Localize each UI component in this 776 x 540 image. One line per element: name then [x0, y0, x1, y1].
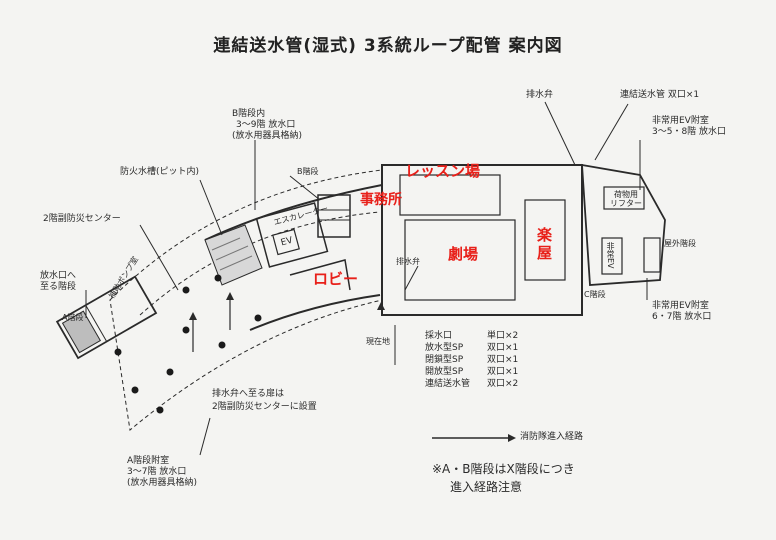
drain-top-label: 排水弁 — [526, 90, 554, 100]
room-gakuya: 楽 屋 — [537, 226, 553, 262]
gakuya-room — [524, 199, 566, 281]
a-stair-annex-label: A階段附室 3〜7階 放水口 (放水用器具格納) — [127, 456, 198, 488]
room-office: 事務所 — [360, 192, 402, 208]
fire-tank-label: 防火水槽(ピット内) — [120, 167, 200, 177]
ev-annex-top-label: 非常用EV附室 3〜5・8階 放水口 — [652, 116, 727, 137]
lift-label: 荷物用 リフター — [610, 190, 642, 208]
b-stair-inner-label: B階段内 3〜9階 放水口 (放水用器具格納) — [232, 109, 303, 141]
outdoor-stair-box — [643, 237, 661, 273]
current-location-marker — [377, 302, 385, 310]
drain-lobby-label: 排水弁 — [396, 257, 420, 266]
sign-title: 連結送水管(湿式) 3系統ループ配管 案内図 — [213, 36, 563, 56]
emergency-ev-box — [601, 237, 623, 275]
curved-wall-bottom — [249, 294, 381, 331]
theater-room — [404, 219, 516, 301]
outlet-stairs-label: 放水口へ 至る階段 — [40, 271, 77, 292]
escalator-block — [255, 202, 329, 268]
room-lobby: ロビー — [313, 270, 359, 288]
room-theater: 劇場 — [448, 245, 479, 263]
lobby-wall — [289, 259, 351, 291]
outdoor-stair-label: 屋外階段 — [664, 239, 696, 248]
lesson-room — [399, 174, 501, 216]
emergency-ev-label: 非常EV — [606, 242, 615, 269]
connection-top-label: 連結送水管 双口×1 — [620, 90, 700, 100]
fire-tank-hatch — [204, 224, 263, 286]
right-annex — [581, 163, 666, 286]
b-stair-block — [317, 194, 351, 238]
a-stair-block — [55, 275, 158, 360]
ev-annex-bottom-label: 非常用EV附室 6・7階 放水口 — [652, 301, 712, 322]
equipment-row: 採水口単口×2 — [425, 331, 519, 341]
equipment-row: 連結送水管双口×2 — [425, 379, 519, 389]
center-2f-label: 2階副防災センター — [43, 214, 121, 224]
fire-route-label: 消防隊進入経路 — [520, 432, 584, 442]
x-stair-note: ※A・B階段はX階段につき 進入経路注意 — [432, 462, 575, 494]
a-stair-label: A階段 — [62, 313, 84, 322]
c-stair-label: C階段 — [584, 290, 606, 299]
central-building — [381, 164, 583, 316]
leader-lines — [85, 101, 648, 456]
ev-box — [272, 228, 300, 256]
room-lesson: レッスン場 — [405, 162, 481, 180]
drain-door-note: 排水弁へ至る扉は 2階副防災センターに設置 — [212, 389, 317, 412]
columns — [114, 274, 262, 414]
lift-box — [603, 186, 645, 210]
b-stair-label: B階段 — [297, 167, 319, 176]
current-location-label: 現在地 — [366, 337, 390, 346]
curved-wall-top — [204, 184, 383, 241]
